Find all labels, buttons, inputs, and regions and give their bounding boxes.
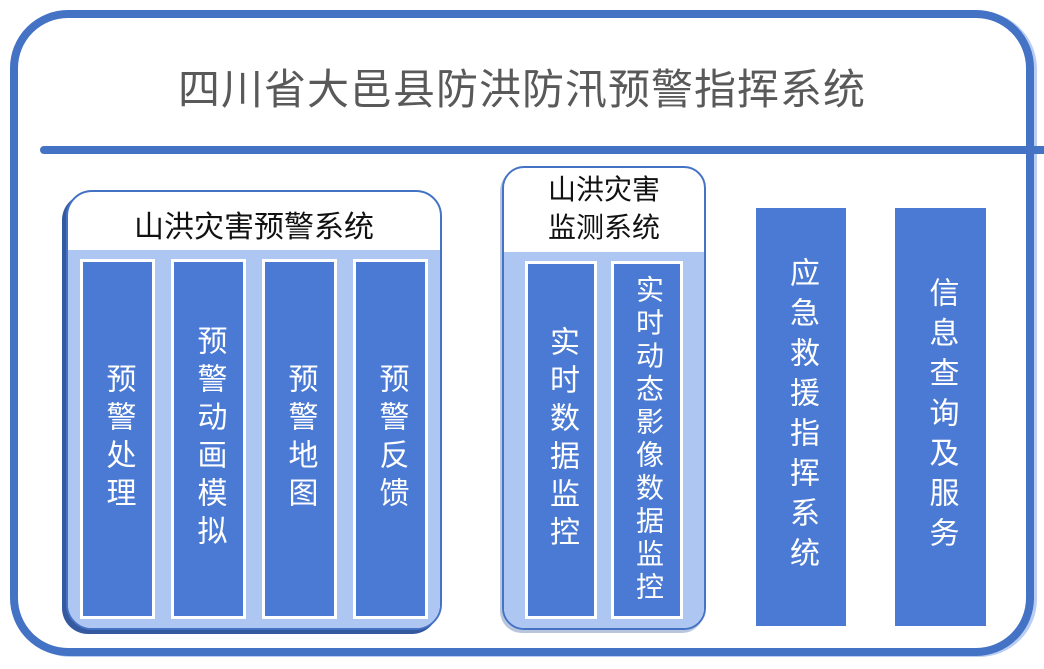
item-warning-feedback: 预警反馈	[353, 259, 428, 619]
item-warning-map: 预警地图	[262, 259, 337, 619]
item-warning-feedback-label: 预警反馈	[374, 363, 408, 515]
group-flood-monitoring-system: 山洪灾害 监测系统 实时数据监控 实时动态影像数据监控	[502, 166, 706, 630]
group-flood-warning-items: 预警处理 预警动画模拟 预警地图 预警反馈	[68, 250, 440, 628]
item-realtime-data-monitoring-label: 实时数据监控	[545, 326, 578, 554]
item-emergency-rescue-command-system-label: 应急救援指挥系统	[785, 257, 818, 577]
item-warning-animation-simulation: 预警动画模拟	[171, 259, 246, 619]
item-realtime-data-monitoring: 实时数据监控	[525, 261, 597, 619]
group-flood-monitoring-title-line1: 山洪灾害	[547, 175, 660, 206]
item-realtime-dynamic-video-monitoring: 实时动态影像数据监控	[611, 261, 683, 619]
item-warning-animation-simulation-label: 预警动画模拟	[192, 325, 226, 553]
group-flood-warning-system: 山洪灾害预警系统 预警处理 预警动画模拟 预警地图 预警反馈	[66, 190, 442, 630]
title-divider	[40, 146, 1044, 154]
item-information-query-and-service: 信息查询及服务	[895, 208, 986, 626]
item-warning-processing-label: 预警处理	[101, 363, 135, 515]
group-flood-monitoring-title: 山洪灾害 监测系统	[504, 172, 704, 248]
item-realtime-dynamic-video-monitoring-label: 实时动态影像数据监控	[632, 275, 663, 605]
item-warning-map-label: 预警地图	[283, 363, 317, 515]
page-title: 四川省大邑县防洪防汛预警指挥系统	[177, 66, 866, 113]
outer-frame: 四川省大邑县防洪防汛预警指挥系统 山洪灾害预警系统 预警处理 预警动画模拟 预警…	[10, 10, 1044, 656]
item-information-query-and-service-label: 信息查询及服务	[924, 277, 958, 557]
group-flood-monitoring-items: 实时数据监控 实时动态影像数据监控	[504, 252, 704, 628]
item-warning-processing: 预警处理	[80, 259, 155, 619]
group-flood-warning-title: 山洪灾害预警系统	[134, 211, 374, 244]
group-flood-monitoring-title-line2: 监测系统	[547, 213, 660, 244]
item-emergency-rescue-command-system: 应急救援指挥系统	[756, 208, 846, 626]
